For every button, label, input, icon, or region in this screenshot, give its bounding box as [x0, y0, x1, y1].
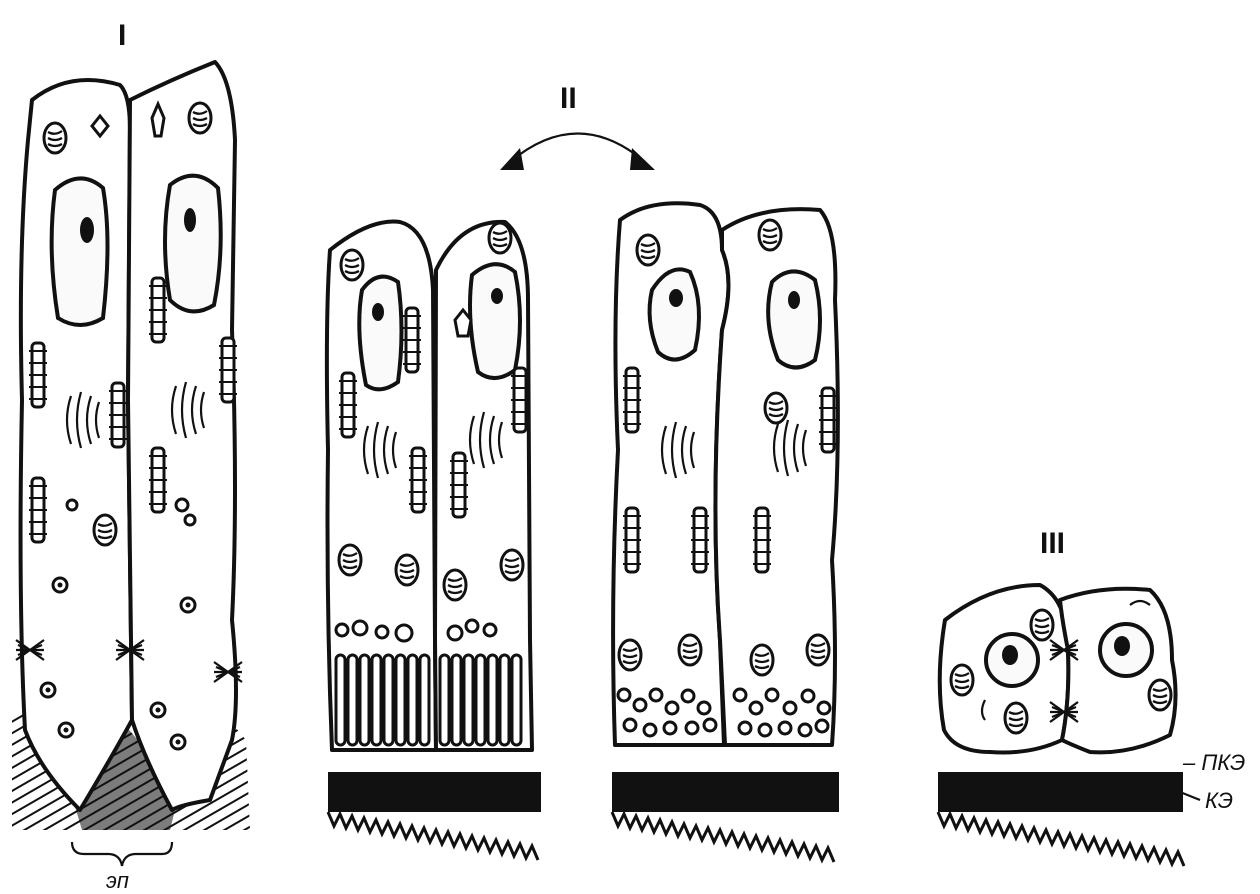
pke-label: – ПКЭ [1182, 750, 1245, 775]
group-3-label: III [1040, 527, 1065, 560]
nucleus [52, 178, 108, 325]
nucleus [768, 271, 820, 367]
group-2-cells: II [327, 82, 839, 862]
nucleus [470, 264, 520, 378]
group-2-label: II [560, 82, 577, 115]
nucleus [165, 176, 221, 312]
group-1-label: I [118, 19, 126, 52]
ke-label: КЭ [1205, 788, 1233, 813]
group-1-cells: I [12, 19, 250, 893]
basement-membrane [328, 772, 541, 812]
ep-label: эп [106, 868, 129, 893]
group-3-cells: III – ПКЭ КЭ [938, 527, 1245, 866]
arrow-right-head [630, 148, 655, 170]
arrow-left-head [500, 148, 524, 170]
nucleus [359, 277, 401, 390]
basement-membrane [938, 772, 1183, 812]
nucleus [650, 269, 699, 359]
cell-1-right [128, 62, 236, 810]
basement-membrane [612, 772, 839, 812]
microvilli [336, 655, 521, 745]
